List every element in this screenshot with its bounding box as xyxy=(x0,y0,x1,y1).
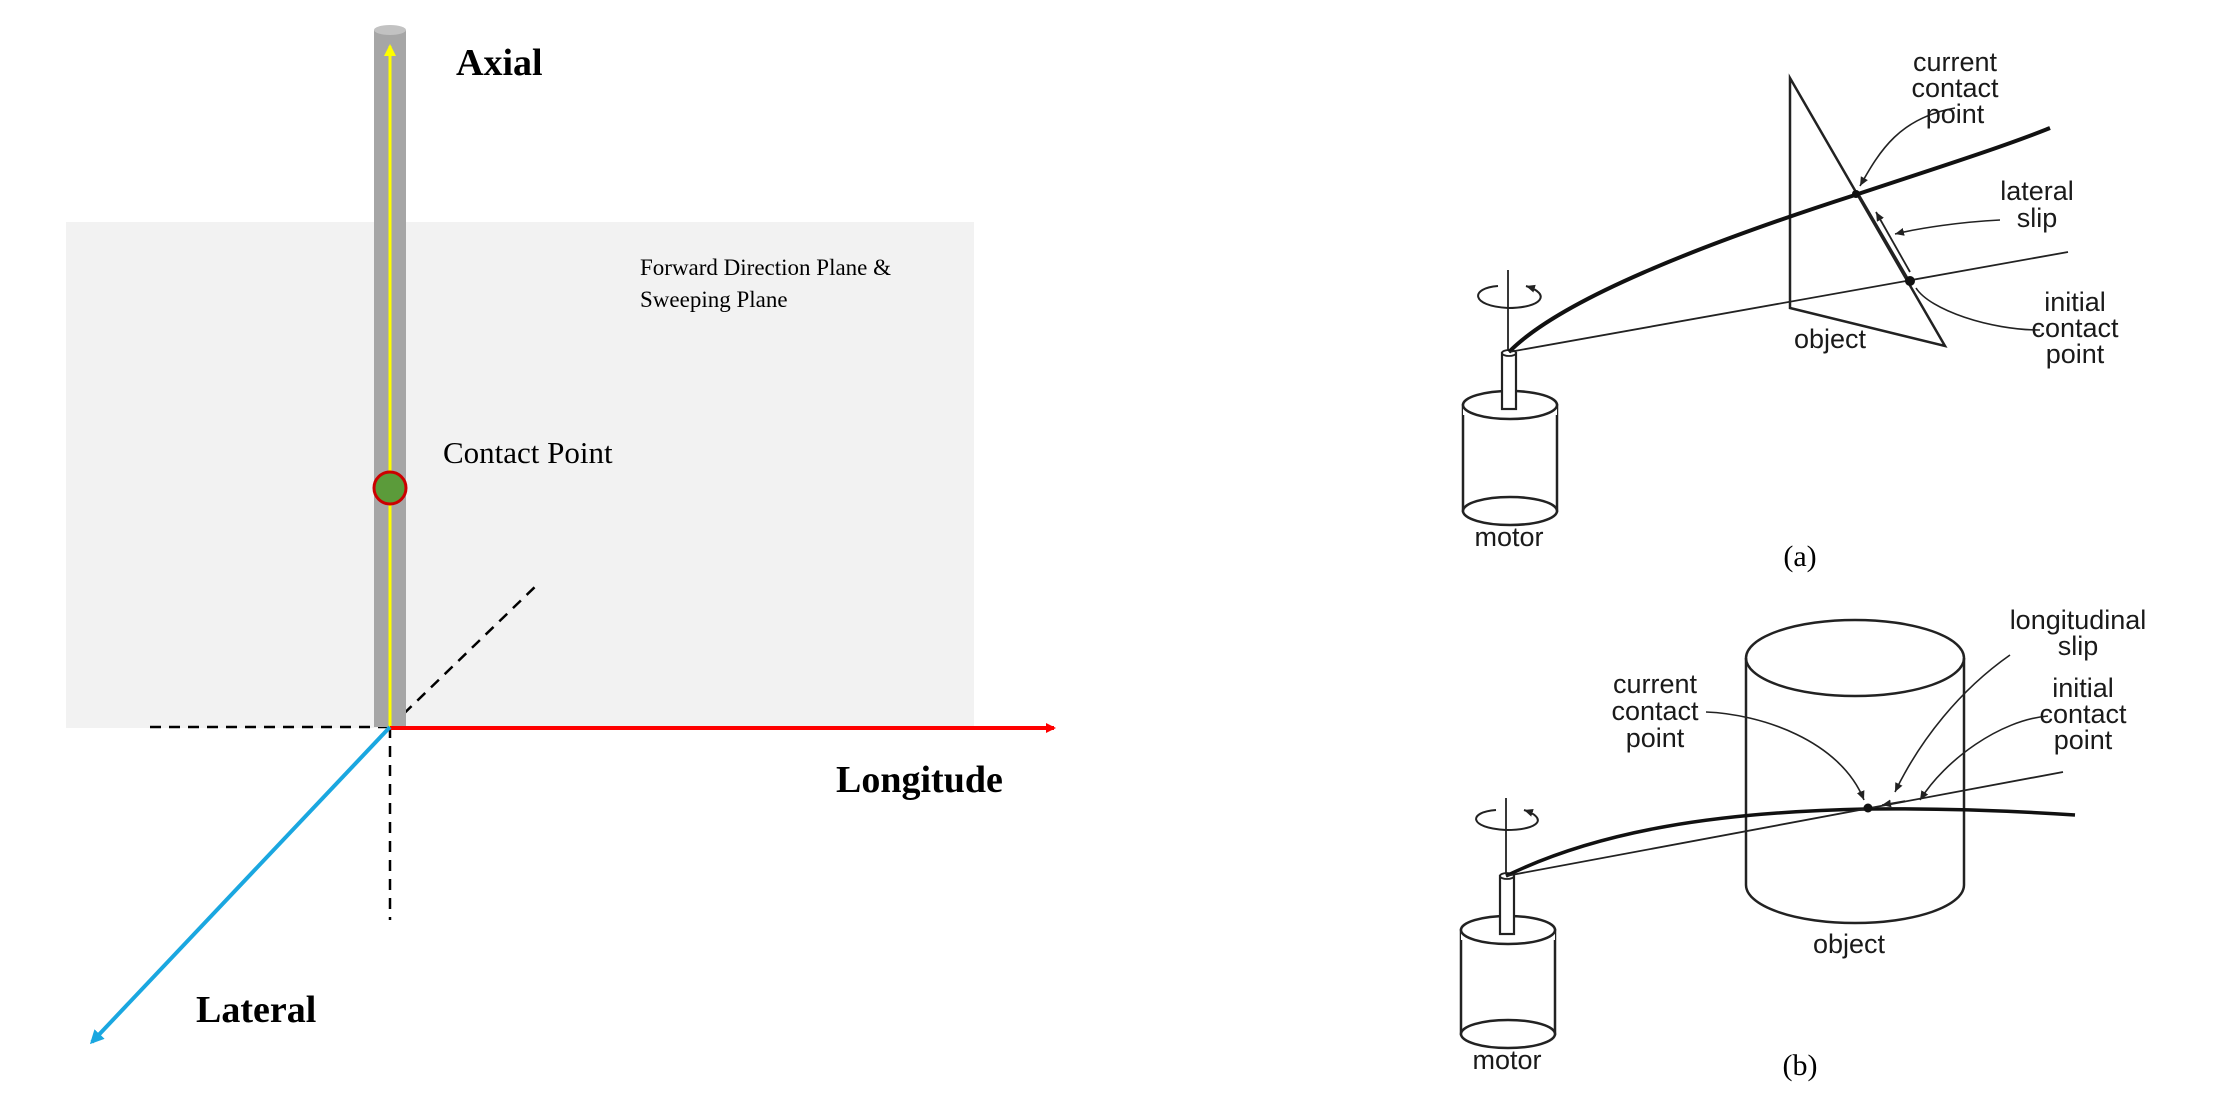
leader-current-b xyxy=(1705,711,1865,801)
whisker-straight-a xyxy=(1508,251,2069,353)
longitudinal-slip-label-b: longitudinal slip xyxy=(2010,605,2147,661)
caption-b: (b) xyxy=(1783,1049,1818,1082)
figure-b: longitudinal slip current contact point … xyxy=(1459,605,2147,1082)
contact-point-marker xyxy=(372,470,408,506)
whisker-bent-a xyxy=(1507,126,2051,354)
svg-text:point: point xyxy=(2054,725,2113,755)
object-label-a: object xyxy=(1794,324,1867,354)
whisker-straight-b xyxy=(1505,771,2064,877)
motor-b xyxy=(1459,872,1557,1050)
slip-path-a xyxy=(1857,192,1911,283)
longitude-label: Longitude xyxy=(836,759,1003,801)
motor-label-b: motor xyxy=(1472,1045,1541,1075)
svg-text:slip: slip xyxy=(2017,203,2058,233)
figure-a: current contact point lateral slip initi… xyxy=(1461,47,2119,573)
leader-longitudinal-b xyxy=(1894,654,2011,793)
leader-current-a xyxy=(1859,107,1956,187)
svg-text:contact: contact xyxy=(2039,699,2127,729)
object-cylinder-b xyxy=(1744,618,1966,925)
caption-a: (a) xyxy=(1783,540,1816,573)
svg-text:slip: slip xyxy=(2058,631,2099,661)
slip-arrow-b xyxy=(1881,799,1906,808)
leader-lateral-a xyxy=(1894,219,2001,236)
svg-text:point: point xyxy=(1626,723,1685,753)
svg-text:initial: initial xyxy=(2052,673,2114,703)
lateral-arrow xyxy=(89,725,392,1045)
svg-text:contact: contact xyxy=(1911,73,1999,103)
axial-label: Axial xyxy=(456,42,543,84)
dashed-lateral-back xyxy=(389,581,541,728)
leader-initial-a xyxy=(1915,287,2041,331)
forward-direction-plane xyxy=(66,222,974,728)
whisker-rod-top xyxy=(374,25,406,35)
svg-text:lateral: lateral xyxy=(2000,176,2074,206)
slip-arrow-a xyxy=(1875,211,1911,273)
initial-contact-label-a: initial contact point xyxy=(2031,287,2119,369)
svg-text:point: point xyxy=(1926,99,1985,129)
svg-text:current: current xyxy=(1913,47,1998,77)
svg-text:contact: contact xyxy=(1611,696,1699,726)
contact-dot-b xyxy=(1863,803,1873,813)
current-contact-label-b: current contact point xyxy=(1611,669,1699,753)
plane-label-line2: Sweeping Plane xyxy=(640,287,788,312)
plane-label-line1: Forward Direction Plane & xyxy=(640,255,891,280)
motor-a xyxy=(1461,349,1559,527)
leader-initial-b xyxy=(1919,715,2049,801)
lateral-label: Lateral xyxy=(196,989,316,1031)
svg-text:initial: initial xyxy=(2044,287,2106,317)
whisker-bent-b xyxy=(1505,807,2076,878)
object-label-b: object xyxy=(1813,929,1886,959)
initial-contact-dot-a xyxy=(1905,276,1915,286)
motor-label-a: motor xyxy=(1474,522,1543,552)
rotation-arrow-icon xyxy=(1477,284,1542,310)
current-contact-label-a: current contact point xyxy=(1911,47,1999,129)
contact-point-label: Contact Point xyxy=(443,435,613,470)
svg-text:longitudinal: longitudinal xyxy=(2010,605,2147,635)
svg-text:current: current xyxy=(1613,669,1698,699)
axes-diagram: Axial Forward Direction Plane & Sweeping… xyxy=(66,25,1056,1045)
svg-text:point: point xyxy=(2046,339,2105,369)
object-plane-a xyxy=(1788,73,1948,348)
current-contact-dot-a xyxy=(1852,190,1860,198)
lateral-slip-label-a: lateral slip xyxy=(2000,176,2074,233)
svg-text:contact: contact xyxy=(2031,313,2119,343)
initial-contact-label-b: initial contact point xyxy=(2039,673,2127,755)
rotation-arrow-icon-b xyxy=(1475,809,1539,832)
